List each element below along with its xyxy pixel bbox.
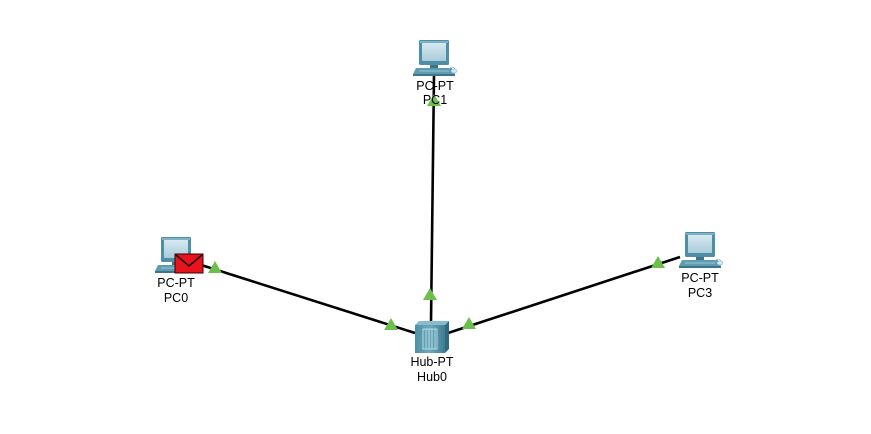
device-name-label: Hub0 xyxy=(417,370,447,384)
device-name-label: PC3 xyxy=(688,286,712,300)
device-type-label: PC-PT xyxy=(681,271,719,285)
link-hub0-pc0[interactable] xyxy=(197,262,416,335)
pc-icon xyxy=(412,39,458,77)
device-pc1[interactable]: PC-PT PC1 xyxy=(412,39,458,107)
link-up-indicator-hub0-pc0 xyxy=(384,318,398,330)
pc-icon xyxy=(678,231,724,269)
hub-icon xyxy=(414,320,450,354)
device-pc3[interactable]: PC-PT PC3 xyxy=(678,231,724,300)
device-name-label: PC0 xyxy=(164,291,188,305)
device-hub0[interactable]: Hub-PT Hub0 xyxy=(410,320,454,384)
links-layer xyxy=(197,74,681,335)
device-type-label: PC-PT xyxy=(416,79,454,93)
link-indicators-layer xyxy=(208,94,665,330)
link-hub0-pc3[interactable] xyxy=(447,255,681,335)
link-up-indicator-pc3-end xyxy=(651,256,665,268)
device-type-label: PC-PT xyxy=(157,276,195,290)
device-pc0[interactable]: PC-PT PC0 xyxy=(154,236,204,305)
link-hub0-pc1[interactable] xyxy=(429,74,436,323)
link-up-indicator-hub0-pc1 xyxy=(423,288,437,300)
device-type-label: Hub-PT xyxy=(410,355,453,369)
envelope-icon[interactable] xyxy=(174,253,204,274)
link-up-indicator-pc0-end xyxy=(208,261,222,273)
device-name-label: PC1 xyxy=(423,93,447,107)
link-up-indicator-hub0-pc3 xyxy=(462,317,476,329)
link-up-indicator-pc1-end xyxy=(427,94,441,106)
